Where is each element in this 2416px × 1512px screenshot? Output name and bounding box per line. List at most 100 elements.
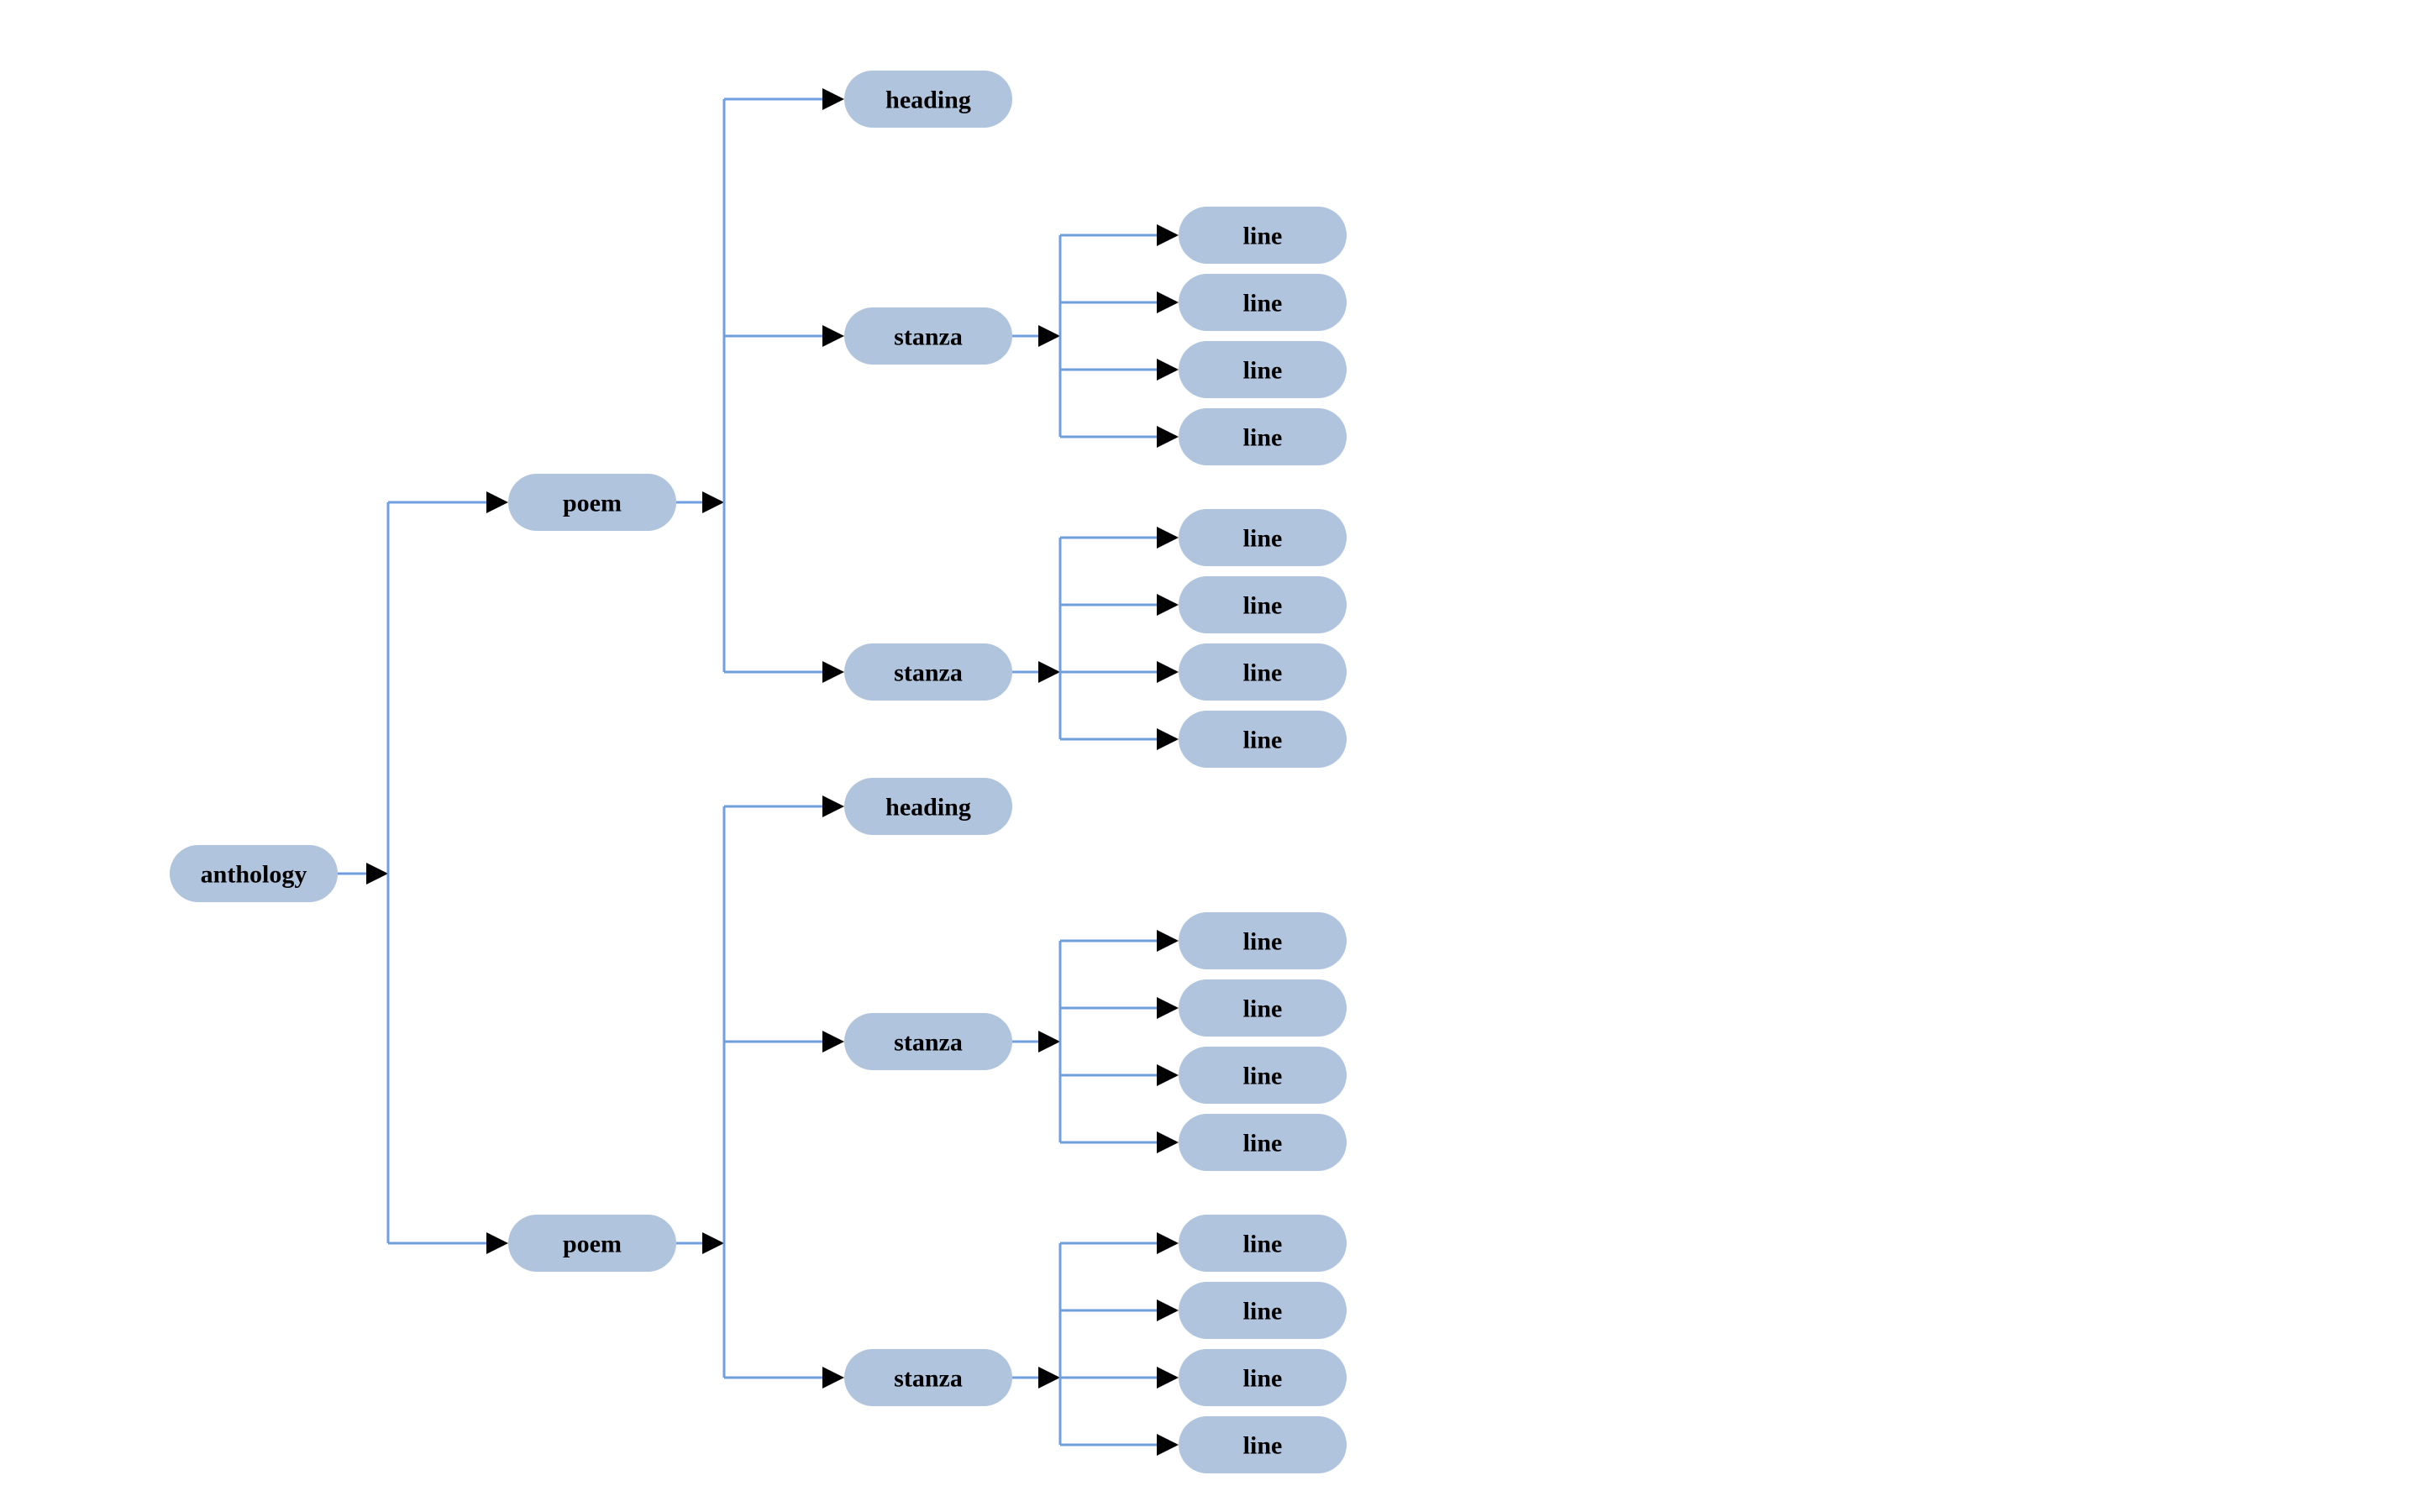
edge-arrowhead-into-stanza-2-2 [822,1367,844,1389]
node-label-line-1-2-2: line [1243,592,1283,620]
edge-arrowhead-into-heading-2 [822,795,844,817]
node-label-line-2-2-4: line [1243,1432,1283,1460]
node-label-poem-2: poem [563,1231,622,1258]
node-line-2-2-3[interactable]: line [1179,1349,1347,1406]
node-line-2-2-1[interactable]: line [1179,1215,1347,1272]
node-label-poem-1: poem [563,490,622,517]
node-anthology[interactable]: anthology [170,845,338,902]
edge-arrowhead-into-line-2-1-3 [1157,1064,1179,1086]
node-stanza-1-2[interactable]: stanza [844,643,1012,701]
edge-arrowhead-into-line-2-2-4 [1157,1434,1179,1456]
edge-arrowhead-into-heading-1 [822,88,844,110]
node-line-1-1-2[interactable]: line [1179,274,1347,331]
node-shape-line-1-2-1 [1179,509,1347,566]
edge-arrowhead-into-stanza-1-1 [822,325,844,347]
node-line-1-2-2[interactable]: line [1179,576,1347,633]
node-line-1-2-3[interactable]: line [1179,643,1347,701]
edge-arrowhead-into-poem-1 [486,491,508,513]
node-label-line-1-1-3: line [1243,357,1283,385]
node-label-anthology: anthology [201,861,307,889]
edge-arrowhead-into-bus-stanza-1-2 [1038,661,1060,683]
node-shape-line-2-1-4 [1179,1114,1347,1171]
node-label-line-2-2-2: line [1243,1298,1283,1326]
edge-arrowhead-into-line-1-1-2 [1157,291,1179,313]
node-shape-poem-2 [508,1215,676,1272]
edge-arrowhead-into-stanza-2-1 [822,1031,844,1053]
node-label-line-1-2-3: line [1243,659,1283,687]
node-shape-line-2-2-4 [1179,1416,1347,1473]
edge-arrowhead-into-line-1-2-4 [1157,728,1179,750]
node-label-line-2-1-2: line [1243,995,1283,1023]
node-label-heading-2: heading [885,794,971,822]
node-shape-line-2-1-1 [1179,912,1347,969]
node-heading-2[interactable]: heading [844,778,1012,835]
node-shape-poem-1 [508,474,676,531]
edge-arrowhead-into-bus-stanza-2-2 [1038,1367,1060,1389]
edge-arrowhead-into-line-1-1-4 [1157,426,1179,448]
node-poem-1[interactable]: poem [508,474,676,531]
node-shape-line-1-2-4 [1179,711,1347,768]
node-shape-heading-1 [844,71,1012,128]
node-shape-line-2-1-3 [1179,1047,1347,1104]
node-shape-stanza-2-1 [844,1013,1012,1070]
node-shape-stanza-1-2 [844,643,1012,701]
node-label-line-2-1-1: line [1243,928,1283,956]
node-line-1-1-4[interactable]: line [1179,408,1347,465]
node-stanza-2-1[interactable]: stanza [844,1013,1012,1070]
node-label-line-2-2-3: line [1243,1365,1283,1393]
node-label-line-1-1-2: line [1243,290,1283,318]
edge-arrowhead-into-bus-poem-1 [702,491,724,513]
node-line-2-1-3[interactable]: line [1179,1047,1347,1104]
node-stanza-1-1[interactable]: stanza [844,307,1012,365]
node-line-2-1-2[interactable]: line [1179,979,1347,1037]
edge-arrowhead-into-bus-poem-2 [702,1232,724,1254]
node-label-stanza-2-2: stanza [894,1365,963,1393]
node-shape-stanza-2-2 [844,1349,1012,1406]
edge-arrowhead-into-line-1-2-1 [1157,527,1179,549]
node-line-2-1-1[interactable]: line [1179,912,1347,969]
node-shape-line-2-2-1 [1179,1215,1347,1272]
node-shape-line-2-2-2 [1179,1282,1347,1339]
edge-arrowhead-into-bus-stanza-1-1 [1038,325,1060,347]
node-shape-line-1-1-1 [1179,207,1347,264]
node-label-line-1-1-1: line [1243,223,1283,250]
node-heading-1[interactable]: heading [844,71,1012,128]
node-shape-line-1-1-3 [1179,341,1347,398]
edge-arrowhead-into-line-2-2-2 [1157,1299,1179,1321]
node-line-1-1-3[interactable]: line [1179,341,1347,398]
node-line-2-2-4[interactable]: line [1179,1416,1347,1473]
node-shape-line-1-2-3 [1179,643,1347,701]
edge-arrowhead-into-bus-stanza-2-1 [1038,1031,1060,1053]
node-poem-2[interactable]: poem [508,1215,676,1272]
edge-arrowhead-into-line-1-1-1 [1157,224,1179,246]
edge-arrowhead-into-line-1-2-2 [1157,594,1179,616]
node-label-heading-1: heading [885,87,971,114]
node-line-1-1-1[interactable]: line [1179,207,1347,264]
node-label-line-2-1-3: line [1243,1063,1283,1090]
edge-arrowhead-into-line-2-1-2 [1157,997,1179,1019]
node-shape-anthology [170,845,338,902]
node-label-line-2-1-4: line [1243,1130,1283,1158]
edge-arrowhead-into-poem-2 [486,1232,508,1254]
node-stanza-2-2[interactable]: stanza [844,1349,1012,1406]
edge-arrowhead-into-line-1-1-3 [1157,359,1179,381]
node-label-stanza-1-2: stanza [894,659,963,687]
node-line-1-2-1[interactable]: line [1179,509,1347,566]
node-label-line-1-1-4: line [1243,424,1283,452]
node-line-2-2-2[interactable]: line [1179,1282,1347,1339]
node-shape-line-1-1-4 [1179,408,1347,465]
edge-arrowhead-into-stanza-1-2 [822,661,844,683]
edges-layer [338,88,1179,1456]
node-shape-line-1-2-2 [1179,576,1347,633]
node-shape-line-1-1-2 [1179,274,1347,331]
node-label-line-1-2-1: line [1243,525,1283,553]
node-label-stanza-2-1: stanza [894,1029,963,1057]
node-label-line-1-2-4: line [1243,727,1283,754]
edge-arrowhead-into-line-2-2-3 [1157,1367,1179,1389]
node-shape-line-2-2-3 [1179,1349,1347,1406]
node-line-2-1-4[interactable]: line [1179,1114,1347,1171]
node-shape-stanza-1-1 [844,307,1012,365]
node-line-1-2-4[interactable]: line [1179,711,1347,768]
